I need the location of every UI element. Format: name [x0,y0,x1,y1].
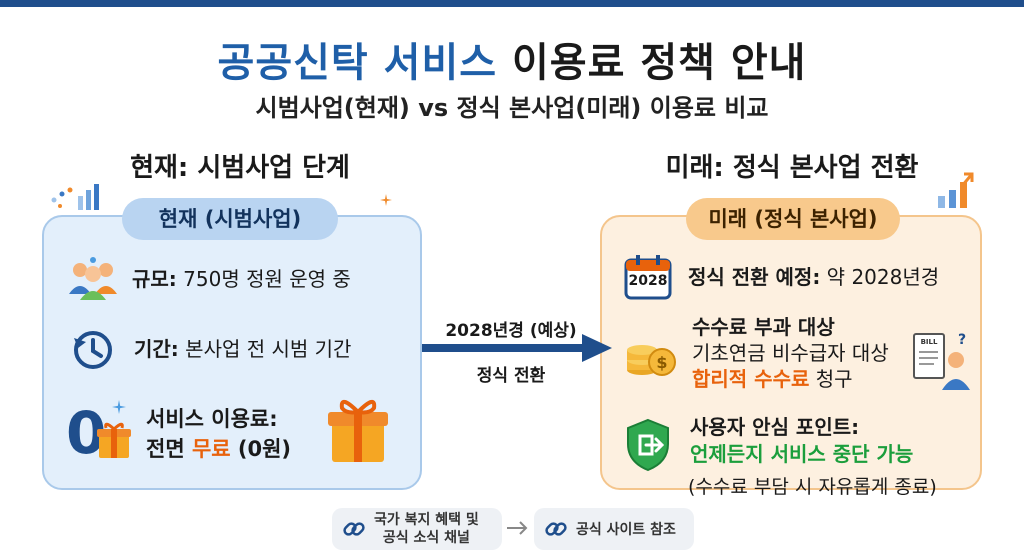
source-line1: 국가 복지 혜택 및 [374,512,479,528]
period-value: 본사업 전 시범 기간 [178,336,352,361]
source-channel-badge: 국가 복지 혜택 및 공식 소식 채널 [332,508,502,550]
fee-target-label: 수수료 부과 대상 [692,315,835,339]
transition-label: 정식 전환 [476,366,546,386]
fee-suffix: (0원) [230,437,292,461]
official-site-link[interactable]: 공식 사이트 참조 [534,508,694,550]
transition-arrow-icon [422,334,612,362]
schedule-row: 2028 정식 전환 예정: 약 2028년경 [624,254,939,300]
period-row: 기간: 본사업 전 시범 기간 [70,326,351,372]
period-label: 기간: [134,336,179,361]
arrow-right-icon [507,521,528,535]
official-site-label: 공식 사이트 참조 [576,522,676,538]
safety-note: (수수료 부담 시 자유롭게 종료) [688,476,937,498]
shield-exit-icon [627,418,669,472]
safety-label: 사용자 안심 포인트: [690,415,860,439]
safety-highlight: 언제든지 서비스 중단 가능 [690,442,914,466]
growth-chart-icon [938,172,974,208]
fee-target-row: $ 수수료 부과 대상 기초연금 비수급자 대상 합리적 수수료 청구 [624,314,889,392]
fee-target-highlight: 합리적 수수료 [692,367,810,391]
scale-label: 규모: [132,266,177,291]
fee-target-line2: 기초연금 비수급자 대상 [692,341,889,365]
fee-prefix: 전면 [146,437,192,461]
future-section-heading: 미래: 정식 본사업 전환 [665,153,919,183]
title-highlight: 공공신탁 서비스 [217,40,498,86]
small-gift-icon [97,422,131,458]
svg-text:?: ? [958,332,966,348]
clock-rotate-icon [74,331,112,369]
link-icon [343,522,365,536]
scale-row: 규모: 750명 정원 운영 중 [66,256,351,302]
fee-line1: 서비스 이용료: [146,407,278,431]
current-pill: 현재 (시범사업) [122,198,338,240]
fee-row: 서비스 이용료: 전면 무료 (0원) [146,404,291,464]
svg-text:$: $ [656,353,667,372]
safety-row: 사용자 안심 포인트: 언제든지 서비스 중단 가능 [624,414,913,472]
title-rest: 이용료 정책 안내 [497,40,807,86]
calendar-year: 2028 [628,273,668,289]
page-title: 공공신탁 서비스 이용료 정책 안내 [0,30,1024,88]
schedule-value: 약 2028년경 [820,264,940,289]
large-gift-icon [328,400,388,462]
transition-date-label: 2028년경 (예상) [445,321,577,341]
people-group-icon [69,257,117,300]
schedule-label: 정식 전환 예정: [688,264,821,289]
coins-icon: $ [627,345,676,376]
page-subtitle: 시범사업(현재) vs 정식 본사업(미래) 이용료 비교 [255,94,769,122]
sparkle-small-icon [112,400,126,414]
bill-label: BILL [920,338,938,346]
calendar-icon: 2028 [624,254,672,300]
current-section-heading: 현재: 시범사업 단계 [130,153,350,183]
fee-free: 무료 [191,437,231,461]
scale-value: 750명 정원 운영 중 [176,266,351,291]
link-icon [545,522,567,536]
zero-fee-icon: 0 [66,398,136,468]
dots-chart-icon [51,184,99,210]
bill-person-icon: ? BILL [908,330,972,392]
future-pill: 미래 (정식 본사업) [686,198,900,240]
sparkle-icon [380,194,392,206]
source-line2: 공식 소식 채널 [382,530,470,546]
fee-target-suffix: 청구 [809,367,853,391]
top-accent-bar [0,0,1024,7]
